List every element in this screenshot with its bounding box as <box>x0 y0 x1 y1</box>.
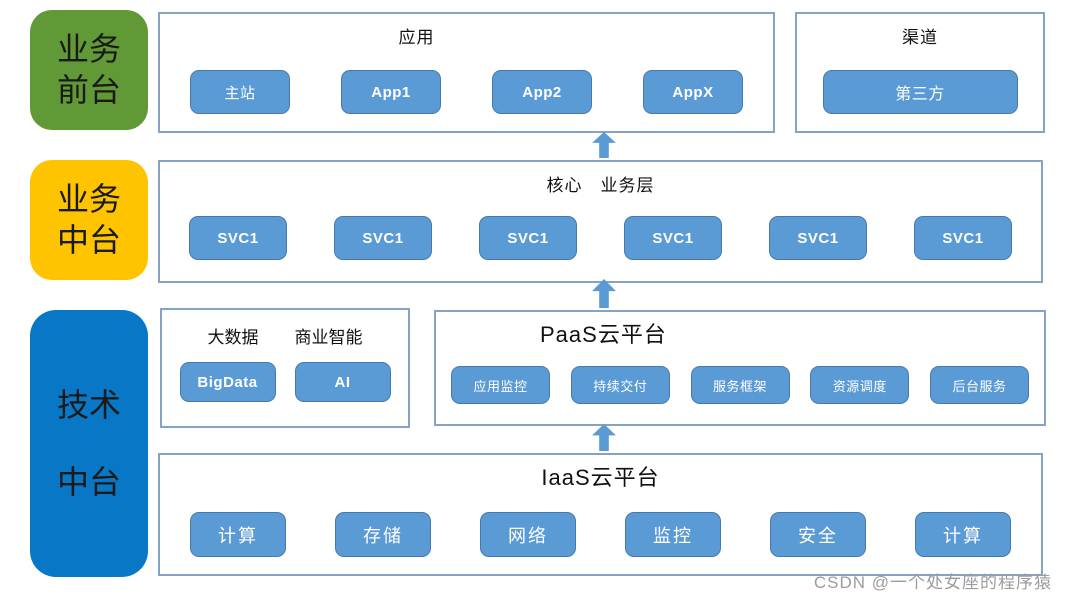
node-app-monitoring: 应用监控 <box>451 366 550 404</box>
section-bigdata-bi: 大数据 商业智能 BigData AI <box>160 308 410 428</box>
node-storage: 存储 <box>335 512 431 557</box>
rail-business-frontend: 业务 前台 <box>30 10 148 130</box>
node-svc1: SVC1 <box>769 216 867 260</box>
rail-label-line: 技术 <box>56 386 121 423</box>
node-third-party: 第三方 <box>822 70 1018 114</box>
section-channels-title: 渠道 <box>902 28 938 47</box>
node-ai: AI <box>294 362 391 402</box>
section-iaas-title: IaaS云平台 <box>541 465 660 490</box>
paas-node-row: 应用监控 持续交付 服务框架 资源调度 后台服务 <box>436 366 1044 404</box>
node-bigdata: BigData <box>179 362 276 402</box>
rail-label-line: 业务 <box>56 181 121 218</box>
up-arrow-icon <box>592 424 616 451</box>
rail-label-line: 中台 <box>56 463 121 500</box>
node-security: 安全 <box>770 512 866 557</box>
csdn-watermark: CSDN @一个处女座的程序猿 <box>813 573 1052 592</box>
section-paas-title: PaaS云平台 <box>540 322 667 347</box>
node-svc1: SVC1 <box>914 216 1012 260</box>
section-applications-title: 应用 <box>398 28 435 47</box>
node-compute: 计算 <box>190 512 286 557</box>
node-svc1: SVC1 <box>624 216 722 260</box>
node-service-framework: 服务框架 <box>690 366 790 404</box>
applications-node-row: 主站 App1 App2 AppX <box>160 70 773 114</box>
core-node-row: SVC1 SVC1 SVC1 SVC1 SVC1 SVC1 <box>160 216 1041 260</box>
node-appx: AppX <box>643 70 743 114</box>
node-svc1: SVC1 <box>479 216 577 260</box>
channels-node-row: 第三方 <box>797 70 1043 114</box>
node-svc1: SVC1 <box>189 216 287 260</box>
up-arrow-icon <box>592 279 616 308</box>
rail-label-line: 中台 <box>56 222 121 258</box>
bigdata-title: 大数据 <box>207 328 259 347</box>
section-channels: 渠道 第三方 <box>795 12 1045 133</box>
node-svc1: SVC1 <box>334 216 432 260</box>
node-main-site: 主站 <box>190 70 290 114</box>
node-resource-scheduling: 资源调度 <box>810 366 910 404</box>
section-core-title: 核心 业务层 <box>546 176 655 195</box>
node-network: 网络 <box>480 512 576 557</box>
up-arrow-icon <box>592 132 616 158</box>
bigdata-node-row: BigData AI <box>162 362 408 402</box>
node-backend-service: 后台服务 <box>930 366 1029 404</box>
node-continuous-delivery: 持续交付 <box>570 366 670 404</box>
rail-business-middle: 业务 中台 <box>30 160 148 280</box>
iaas-node-row: 计算 存储 网络 监控 安全 计算 <box>160 512 1041 557</box>
rail-tech-middle: 技术 中台 <box>30 310 148 577</box>
node-compute-2: 计算 <box>915 512 1011 557</box>
section-iaas-cloud: IaaS云平台 计算 存储 网络 监控 安全 计算 <box>158 453 1043 576</box>
section-applications: 应用 主站 App1 App2 AppX <box>158 12 775 133</box>
section-core-business-layer: 核心 业务层 SVC1 SVC1 SVC1 SVC1 SVC1 SVC1 <box>158 160 1043 283</box>
rail-label-line: 业务 <box>56 31 121 68</box>
rail-label-line: 前台 <box>56 72 121 108</box>
section-paas-cloud: PaaS云平台 应用监控 持续交付 服务框架 资源调度 后台服务 <box>434 310 1046 426</box>
node-app1: App1 <box>341 70 441 114</box>
business-intelligence-title: 商业智能 <box>294 328 363 347</box>
section-bigdata-titles: 大数据 商业智能 <box>162 323 408 348</box>
node-monitoring: 监控 <box>625 512 721 557</box>
node-app2: App2 <box>492 70 592 114</box>
